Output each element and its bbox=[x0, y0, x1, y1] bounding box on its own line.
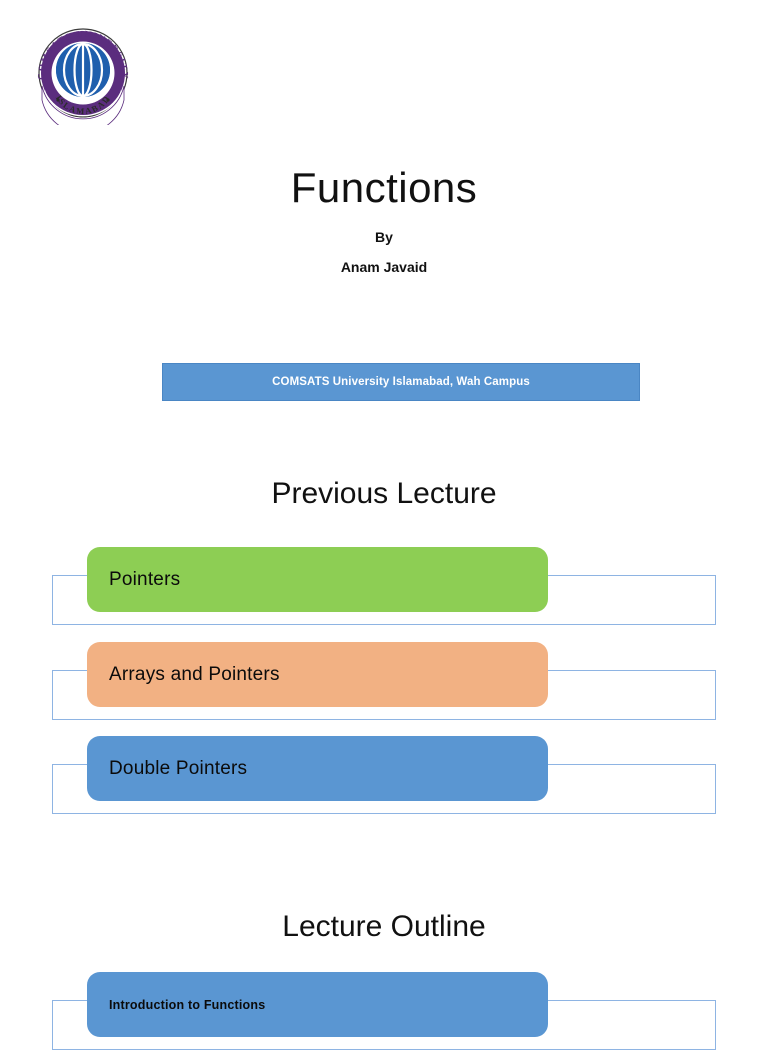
list-item-label: Pointers bbox=[109, 568, 181, 590]
list-item[interactable]: Introduction to Functions bbox=[52, 972, 716, 1050]
lecture-outline-heading: Lecture Outline bbox=[282, 910, 486, 943]
previous-lecture-heading: Previous Lecture bbox=[271, 477, 497, 510]
pill-pointers[interactable]: Pointers bbox=[87, 547, 548, 612]
list-item[interactable]: Pointers bbox=[52, 547, 716, 625]
list-item-label: Arrays and Pointers bbox=[109, 663, 280, 685]
pill-arrays-and-pointers[interactable]: Arrays and Pointers bbox=[87, 642, 548, 707]
list-item-label: Introduction to Functions bbox=[109, 997, 266, 1012]
comsats-university-logo: COMSATS UNIVERSITY ISLAMABAD bbox=[28, 20, 138, 125]
by-label: By bbox=[375, 229, 393, 245]
campus-banner: COMSATS University Islamabad, Wah Campus bbox=[162, 363, 640, 401]
pill-double-pointers[interactable]: Double Pointers bbox=[87, 736, 548, 801]
author-name: Anam Javaid bbox=[340, 259, 428, 275]
list-item[interactable]: Arrays and Pointers bbox=[52, 642, 716, 720]
list-item[interactable]: Double Pointers bbox=[52, 736, 716, 814]
slide-page: COMSATS UNIVERSITY ISLAMABAD Functions B… bbox=[28, 20, 716, 1050]
pill-introduction-to-functions[interactable]: Introduction to Functions bbox=[87, 972, 548, 1037]
page-title: Functions bbox=[290, 164, 478, 211]
campus-banner-label: COMSATS University Islamabad, Wah Campus bbox=[272, 376, 530, 388]
list-item-label: Double Pointers bbox=[109, 757, 248, 779]
